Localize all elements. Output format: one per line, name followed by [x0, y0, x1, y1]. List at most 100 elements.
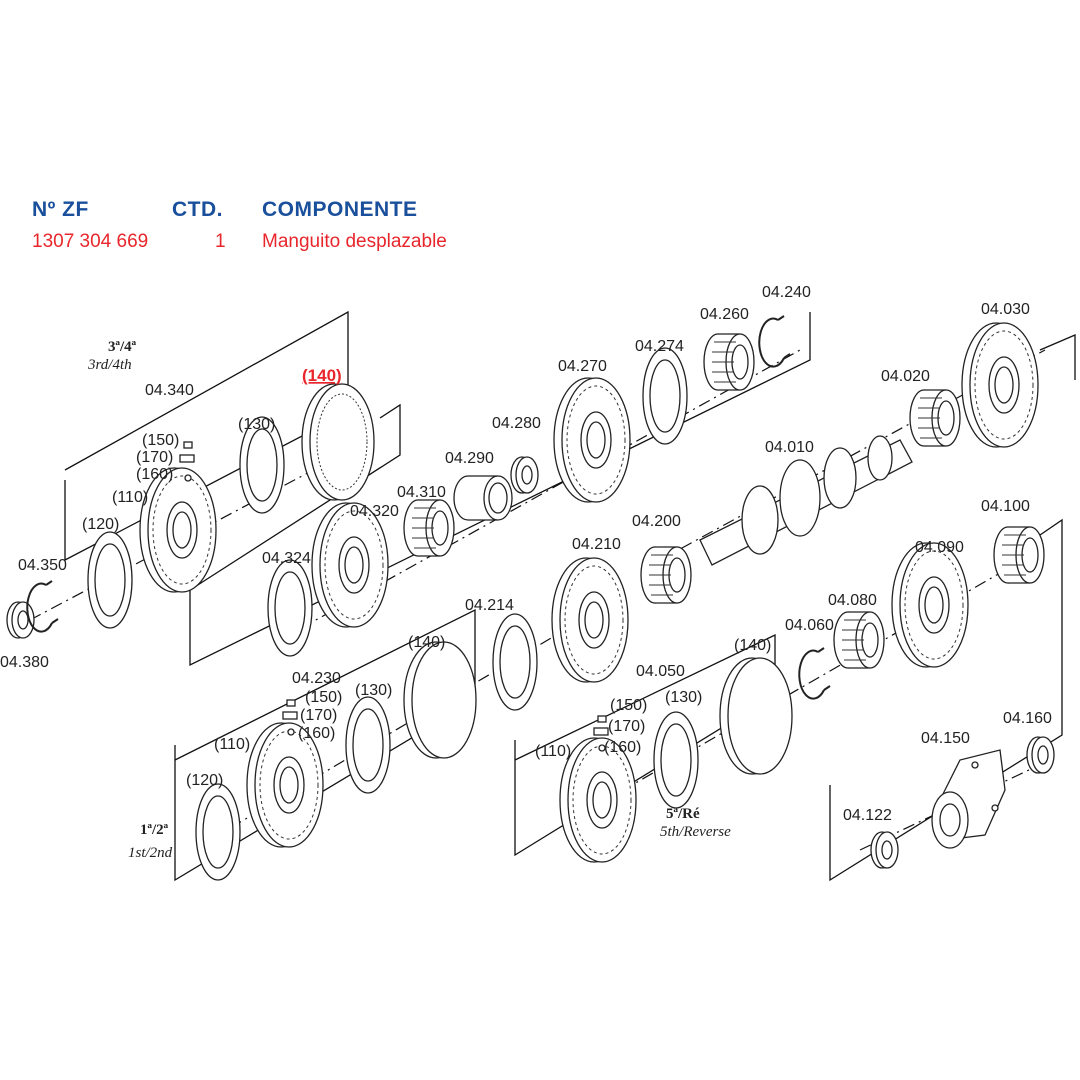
part-110-c [559, 737, 637, 863]
label-04160: 04.160 [1003, 710, 1052, 727]
label-150-a: (150) [142, 432, 179, 449]
part-160-a [184, 474, 192, 482]
part-04260 [703, 333, 755, 391]
frame-3rd-4th-right [189, 403, 401, 591]
label-170-c: (170) [608, 718, 645, 735]
part-04274 [642, 347, 688, 445]
part-150-b [286, 699, 296, 707]
row-qty: 1 [215, 231, 226, 252]
part-04100 [993, 526, 1045, 584]
label-04214: 04.214 [465, 597, 514, 614]
section-5th-reverse-en: 5th/Reverse [660, 824, 731, 840]
label-150-c: (150) [610, 697, 647, 714]
part-04080 [833, 611, 885, 669]
label-04090: 04.090 [915, 539, 964, 556]
part-04214 [492, 613, 538, 711]
label-04260: 04.260 [700, 306, 749, 323]
part-160-b [287, 728, 295, 736]
label-04200: 04.200 [632, 513, 681, 530]
label-04290: 04.290 [445, 450, 494, 467]
part-04350 [26, 580, 59, 633]
label-150-b: (150) [305, 689, 342, 706]
row-component: Manguito desplazable [262, 231, 447, 252]
label-120-b: (120) [186, 772, 223, 789]
row-part-no: 1307 304 669 [32, 231, 149, 252]
part-110-a [139, 467, 217, 593]
label-110-b: (110) [214, 736, 250, 753]
part-170-c [593, 727, 609, 736]
label-04210: 04.210 [572, 536, 621, 553]
label-04280: 04.280 [492, 415, 541, 432]
section-3rd-4th-es: 3ª/4ª [108, 339, 137, 355]
label-04340: 04.340 [145, 382, 194, 399]
part-140-c [719, 657, 793, 775]
label-04122: 04.122 [843, 807, 892, 824]
part-160-c [598, 744, 606, 752]
part-04060 [798, 647, 831, 700]
label-120-a: (120) [82, 516, 119, 533]
part-140-b [403, 641, 477, 759]
label-04324: 04.324 [262, 550, 311, 567]
label-04100: 04.100 [981, 498, 1030, 515]
part-170-b [282, 711, 298, 720]
callout-140-highlighted: (140) [302, 366, 342, 385]
part-04020 [909, 389, 961, 447]
label-04080: 04.080 [828, 592, 877, 609]
label-04010: 04.010 [765, 439, 814, 456]
section-3rd-4th-en: 3rd/4th [87, 357, 132, 373]
part-120-b [195, 783, 241, 881]
label-04060: 04.060 [785, 617, 834, 634]
header-component: COMPONENTE [262, 198, 418, 221]
part-04324 [267, 559, 313, 657]
label-130-c: (130) [665, 689, 702, 706]
label-04030: 04.030 [981, 301, 1030, 318]
part-04030 [961, 322, 1039, 448]
part-120-a [87, 531, 133, 629]
label-04240: 04.240 [762, 284, 811, 301]
label-130-a: (130) [238, 416, 275, 433]
part-150-a [183, 441, 193, 449]
label-130-b: (130) [355, 682, 392, 699]
part-04010-mainshaft [699, 435, 913, 566]
label-170-b: (170) [300, 707, 337, 724]
label-04274: 04.274 [635, 338, 684, 355]
frame-output-lower [829, 518, 1063, 882]
part-04310 [403, 499, 455, 557]
label-04150: 04.150 [921, 730, 970, 747]
part-130-b [345, 696, 391, 794]
label-140-b: (140) [408, 634, 445, 651]
part-150-c [597, 715, 607, 723]
label-170-a: (170) [136, 449, 173, 466]
label-04230: 04.230 [292, 670, 341, 687]
part-170-a [179, 454, 195, 463]
label-04310: 04.310 [397, 484, 446, 501]
part-04210 [551, 557, 629, 683]
label-160-c: (160) [604, 739, 641, 756]
part-04270 [553, 377, 631, 503]
part-04150-flange [931, 749, 1006, 849]
header-part-no: Nº ZF [32, 198, 89, 221]
part-04160 [1026, 736, 1055, 774]
part-04240 [758, 315, 791, 368]
part-130-c [653, 711, 699, 809]
part-04280 [510, 456, 539, 494]
label-160-a: (160) [136, 466, 173, 483]
part-04290 [453, 475, 513, 521]
part-140-highlighted [301, 383, 375, 501]
part-04122 [870, 831, 899, 869]
label-110-c: (110) [535, 743, 571, 760]
label-04320: 04.320 [350, 503, 399, 520]
label-140-c: (140) [734, 637, 771, 654]
part-04200 [640, 546, 692, 604]
label-04050: 04.050 [636, 663, 685, 680]
label-160-b: (160) [298, 725, 335, 742]
label-04350: 04.350 [18, 557, 67, 574]
header-qty: CTD. [172, 198, 223, 221]
section-1st-2nd-es: 1ª/2ª [140, 822, 169, 838]
part-04320 [311, 502, 389, 628]
label-110-a: (110) [112, 489, 148, 506]
part-04090 [891, 542, 969, 668]
label-04020: 04.020 [881, 368, 930, 385]
label-04270: 04.270 [558, 358, 607, 375]
